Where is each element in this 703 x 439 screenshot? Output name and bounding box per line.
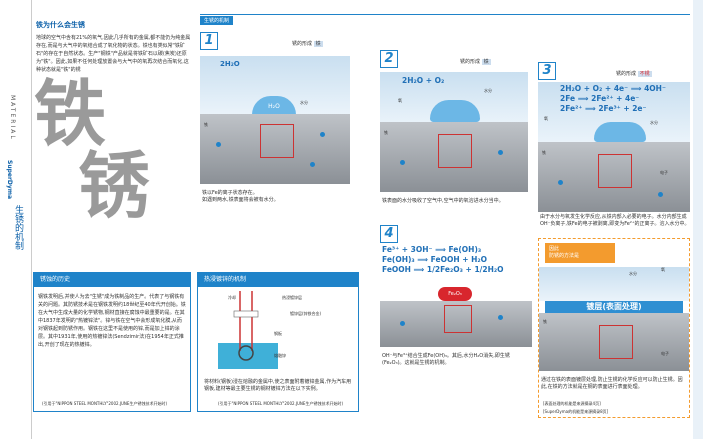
step-5-water-label: 水分 xyxy=(629,271,637,276)
step-2-number: 2 xyxy=(380,50,398,68)
galvanize-panel: 热浸镀锌的机制 冷却 热浸镀锌层 镀锌层(锌铁合金) 钢板 熔融锌 将材料(钢板… xyxy=(197,272,359,412)
section-rule: 生锈的机制 xyxy=(200,14,690,25)
step-2-badge: 锈的形成 铁 xyxy=(460,59,491,65)
step-5-electron-label: 电子 xyxy=(661,351,669,356)
step-5-footer-1: [表面处理的机能是来源摘录4页] xyxy=(543,401,601,406)
step-2: 2 锈的形成 铁 2H₂O + O₂ 氧 水分 铁 铁表面的水分吸收了空气中,空… xyxy=(380,50,528,220)
step-1-metal-label: 铁 xyxy=(204,122,208,127)
step-1: 1 锈的形成 铁 2H₂O H₂O 水分 铁 铁以Fe的离子状态存在。 如遇到两… xyxy=(200,32,350,212)
galvanize-header: 热浸镀锌的机制 xyxy=(198,273,358,287)
step-3-metal-label: 铁 xyxy=(542,150,546,155)
electron-dot xyxy=(310,162,315,167)
step-5: 因此 防锈的方法是 水分 氧 镀层(表面处理) 铁 电子 通过在铁的表面镀层处理… xyxy=(538,238,690,418)
step-3-equation-1: 2H₂O + O₂ + 4e⁻ ⟹ 4OH⁻ xyxy=(560,84,666,93)
step-5-metal-label: 铁 xyxy=(543,319,547,324)
step-3-badge: 锈的形成 不锈 xyxy=(616,71,652,77)
electron-dot xyxy=(320,132,325,137)
intro-heading: 铁为什么会生锈 xyxy=(36,21,85,29)
step-5-header: 因此 防锈的方法是 xyxy=(545,243,615,263)
step-3-water-label: 水分 xyxy=(650,120,658,125)
coating-label: 热浸镀锌层 xyxy=(282,295,302,300)
history-header: 锈蚀的历史 xyxy=(34,273,190,287)
step-1-number: 1 xyxy=(200,32,218,50)
sidebar-label-material: MATERIAL xyxy=(9,95,16,141)
galvanize-caption: 将材料(钢板)浸在熔融的金属中,使之表面附着镀锌金属,作为汽车用钢板,建材等最主… xyxy=(204,379,352,392)
sidebar-label-section: 生锈的机制 xyxy=(13,205,23,250)
step-5-air xyxy=(539,267,689,301)
history-footer: (引用于"NIPPON STEEL MONTHLY"2002.JUNE生产锈蚀技… xyxy=(42,401,168,406)
electron-dot xyxy=(658,192,663,197)
step-1-caption: 铁以Fe的离子状态存在。 如遇到两水,铁表面将会被有水分。 xyxy=(202,190,279,203)
strip-label: 钢板 xyxy=(274,331,282,336)
step-4-caption: OH⁻与Fe³⁺结合生成Fe(OH)₃。其后,水分H₂O消失,即生锈(Fe₂O₃… xyxy=(382,353,510,366)
electron-dot xyxy=(400,160,405,165)
history-panel: 锈蚀的历史 钢铁发明后,并使人为去"生锈"成为铁制品的生产。代表了与钢铁有关的问… xyxy=(33,272,191,412)
step-3-number: 3 xyxy=(538,62,556,80)
iron-lattice xyxy=(260,124,294,158)
step-2-water-label: 水分 xyxy=(484,88,492,93)
cool-label: 冷却 xyxy=(228,295,236,300)
iron-lattice xyxy=(444,305,472,333)
electron-dot xyxy=(558,180,563,185)
step-2-droplet xyxy=(430,100,480,122)
step-3-metal xyxy=(538,142,690,212)
step-1-water-label: 水分 xyxy=(300,100,308,105)
zinc-alloy-label: 镀锌层(锌铁合金) xyxy=(290,311,322,316)
electron-dot xyxy=(498,315,503,320)
step-3-equation-2: 2Fe ⟹ 2Fe²⁺ + 4e⁻ xyxy=(560,94,640,103)
electron-dot xyxy=(498,150,503,155)
pot-label: 熔融锌 xyxy=(274,353,286,358)
step-3-electron-label: 电子 xyxy=(660,170,668,175)
step-5-oxygen-label: 氧 xyxy=(661,267,665,272)
step-5-film: 镀层(表面处理) xyxy=(545,301,683,313)
step-3-oxygen-label: 氧 xyxy=(544,116,548,121)
galvanize-diagram xyxy=(218,291,278,369)
step-4: 4 Fe³⁺ + 3OH⁻ ⟹ Fe(OH)₃ Fe(OH)₃ ⟹ FeOOH … xyxy=(380,225,532,370)
intro-text: 地球的空气中含有21%的氧气,因此几乎所有的金属,都不能仍为纯金属存在,而是与大… xyxy=(36,35,191,73)
section-header: 生锈的机制 xyxy=(200,16,234,25)
step-1-badge: 锈的形成 铁 xyxy=(292,41,323,47)
step-3-caption: 由于水分与氧发生化学反应,从铁内部入必要的电子。水分内部生成OH⁻负离子,铁Fe… xyxy=(540,214,690,227)
right-edge xyxy=(693,0,703,439)
step-4-number: 4 xyxy=(380,225,398,243)
step-1-water-formula: 2H₂O xyxy=(220,60,240,68)
step-4-rust: Fe₂O₃ xyxy=(438,287,472,301)
iron-lattice xyxy=(598,154,632,188)
step-3-equation-3: 2Fe²⁺ ⟹ 2Fe³⁺ + 2e⁻ xyxy=(560,104,647,113)
intro-block: 铁为什么会生锈 地球的空气中含有21%的氧气,因此几乎所有的金属,都不能仍为纯金… xyxy=(36,20,191,74)
step-1-metal xyxy=(200,114,350,184)
step-5-footer-2: [SuperDyma的机能是来源摘录8页] xyxy=(543,409,609,414)
step-2-oxygen-label: 氧 xyxy=(398,98,402,103)
sidebar: MATERIAL SuperDyma 生锈的机制 xyxy=(0,0,32,439)
step-4-equation-2: Fe(OH)₃ ⟹ FeOOH + H₂O xyxy=(382,255,488,264)
step-4-metal xyxy=(380,301,532,347)
electron-dot xyxy=(400,321,405,326)
step-4-equation-1: Fe³⁺ + 3OH⁻ ⟹ Fe(OH)₃ xyxy=(382,245,482,254)
step-5-metal xyxy=(539,313,689,371)
step-2-metal xyxy=(380,122,528,192)
step-3-droplet xyxy=(594,122,646,142)
title-char-2: 锈 xyxy=(78,143,151,228)
electron-dot xyxy=(216,142,221,147)
iron-lattice xyxy=(438,134,472,168)
step-2-equation: 2H₂O + O₂ xyxy=(402,76,445,85)
step-1-droplet: H₂O xyxy=(252,96,296,118)
title-char-1: 铁 xyxy=(34,71,107,156)
history-text: 钢铁发明后,并使人为去"生锈"成为铁制品的生产。代表了与钢铁有关的问题。其防锈技… xyxy=(38,294,186,348)
step-3: 3 锈的形成 不锈 2H₂O + O₂ + 4e⁻ ⟹ 4OH⁻ 2Fe ⟹ 2… xyxy=(538,62,690,252)
step-2-metal-label: 铁 xyxy=(384,130,388,135)
step-5-caption: 通过在铁的表面镀层处理,防止生锈的化学反应可以防止生锈。因此,在铁的方法就是在钢… xyxy=(541,377,683,390)
step-4-equation-3: FeOOH ⟹ 1/2Fe₂O₃ + 1/2H₂O xyxy=(382,265,504,274)
galvanize-footer: (引用于"NIPPON STEEL MONTHLY"2002.JUNE生产锈蚀技… xyxy=(218,401,344,406)
iron-lattice xyxy=(599,325,633,359)
step-2-caption: 铁表面的水分吸收了空气中,空气中的氧溶进水分当中。 xyxy=(382,198,504,204)
sidebar-label-brand: SuperDyma xyxy=(6,160,13,200)
